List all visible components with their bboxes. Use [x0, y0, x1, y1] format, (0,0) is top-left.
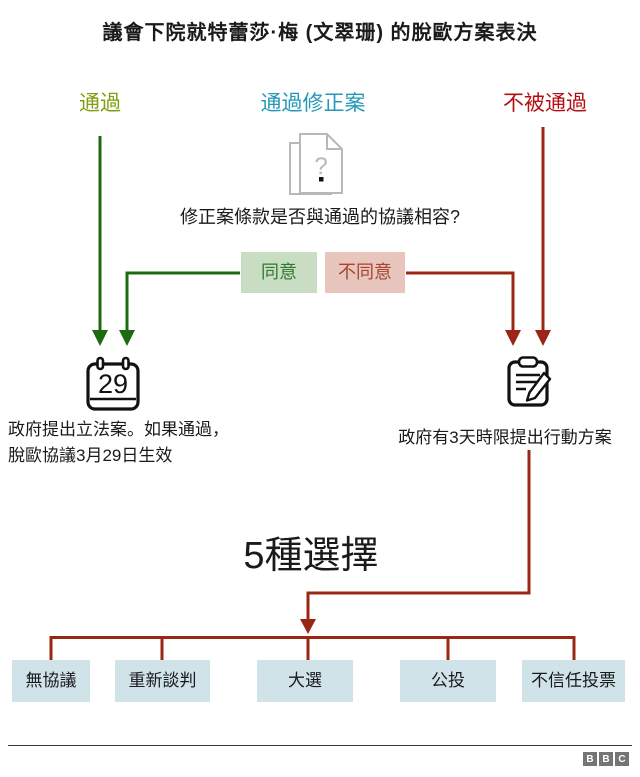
branch-label-reject: 不被通過: [503, 92, 587, 115]
arrowhead-agree: [119, 330, 135, 346]
pass-outcome-line1: 政府提出立法案。如果通過，: [8, 420, 229, 439]
calendar-day-number: 29: [98, 369, 128, 399]
flow-line-agree: [125, 271, 240, 330]
flow-line-to-choices: [306, 450, 531, 620]
clipboard-pencil-icon: [507, 356, 552, 407]
disagree-tag: 不同意: [325, 252, 405, 293]
branch-label-amend: 通過修正案: [260, 92, 366, 115]
bbc-logo-letter: C: [615, 752, 629, 766]
choice-no-deal: 無協議: [12, 660, 90, 702]
choice-no-confidence-vote: 不信任投票: [522, 660, 625, 702]
pass-outcome-line2: 脫歐協議3月29日生效: [8, 446, 173, 465]
document-question-icon: ?: [289, 133, 343, 195]
choice-referendum: 公投: [400, 660, 496, 702]
arrowhead-to-choices: [300, 619, 316, 634]
choices-ticks: [160, 637, 450, 660]
calendar-icon: 29: [86, 356, 140, 411]
bbc-logo-letter: B: [599, 752, 613, 766]
arrowhead-disagree: [505, 330, 521, 346]
choice-renegotiate: 重新談判: [115, 660, 210, 702]
arrowhead-reject: [535, 330, 551, 346]
bbc-logo: B B C: [583, 752, 629, 766]
footer-divider: [8, 745, 632, 746]
flow-line-disagree: [406, 271, 515, 330]
choices-distribution-bar: [49, 636, 576, 660]
bbc-logo-letter: B: [583, 752, 597, 766]
page-title: 議會下院就特蕾莎·梅 (文翠珊) 的脫歐方案表決: [102, 22, 538, 44]
question-mark-glyph: ?: [314, 153, 327, 180]
arrowhead-pass: [92, 330, 108, 346]
choices-heading: 5種選擇: [243, 535, 379, 577]
pass-outcome-text: 政府提出立法案。如果通過， 脫歐協議3月29日生效: [8, 417, 288, 469]
choice-general-election: 大選: [257, 660, 353, 702]
reject-outcome-text: 政府有3天時限提出行動方案: [398, 428, 612, 447]
compatibility-question: 修正案條款是否與通過的協議相容?: [179, 207, 460, 227]
agree-tag: 同意: [241, 252, 317, 293]
branch-label-pass: 通過: [79, 92, 121, 115]
